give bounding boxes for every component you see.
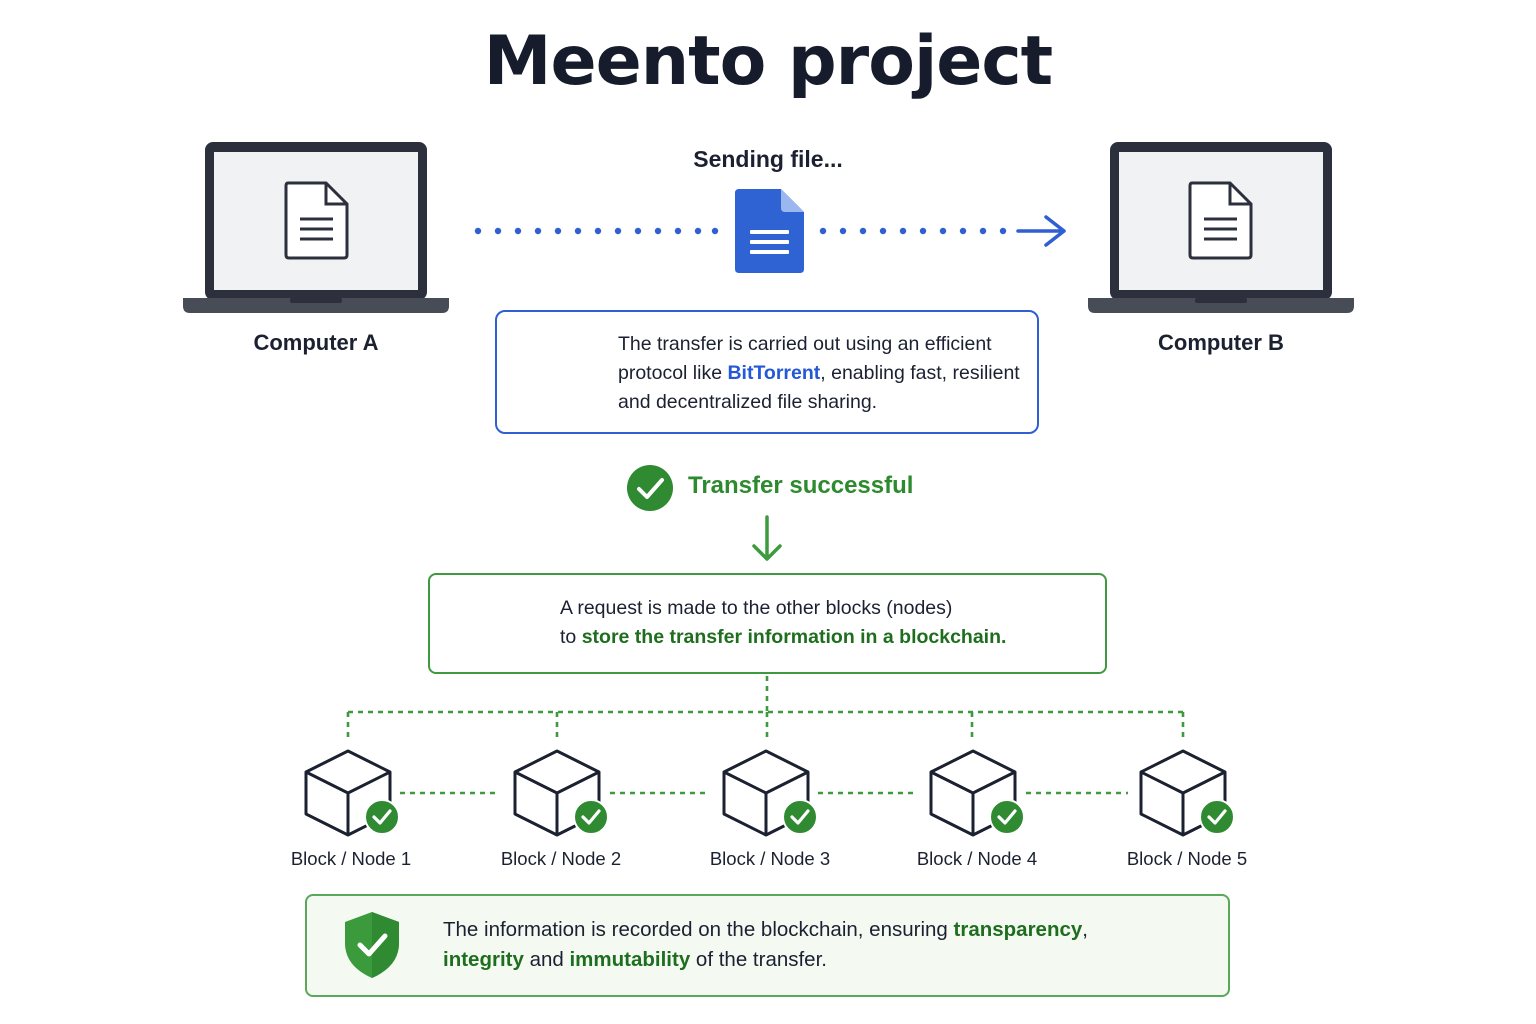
computer-b-label: Computer B: [1158, 330, 1284, 355]
request-line-2-highlight: store the transfer information in a bloc…: [581, 626, 1007, 648]
protocol-text-after: , enabling fast, resilient and decentral…: [618, 362, 1020, 413]
block-cube-icon: [1139, 749, 1235, 837]
node-label: Block / Node 2: [500, 848, 622, 869]
record-highlight-immutability: immutability: [569, 948, 691, 971]
request-line-2-prefix: to: [560, 626, 582, 648]
transfer-status: Transfer successful: [688, 472, 914, 499]
sending-label: Sending file...: [693, 146, 843, 172]
node-connections: [346, 676, 1185, 795]
block-cube-icon: [304, 749, 400, 837]
record-part-1: The information is recorded on the block…: [443, 918, 954, 941]
record-highlight-transparency: transparency: [953, 918, 1083, 941]
request-info-box: [428, 573, 1107, 674]
arrow-right-icon: [1016, 215, 1066, 247]
success-check-icon: [627, 465, 673, 511]
block-cube-icon: [929, 749, 1025, 837]
record-highlight-integrity: integrity: [443, 948, 524, 971]
document-icon: [284, 181, 349, 260]
node-label: Block / Node 1: [290, 848, 412, 869]
protocol-text-before: The transfer is carried out using an eff…: [618, 333, 992, 384]
transfer-dotted-line: [474, 227, 1007, 235]
shield-check-icon: [345, 912, 399, 978]
protocol-description: The transfer is carried out using an eff…: [618, 330, 1028, 417]
computer-a-label: Computer A: [253, 330, 379, 355]
record-part-2: ,: [1082, 918, 1088, 941]
record-part-3: and: [523, 948, 570, 971]
document-icon: [1188, 181, 1253, 260]
request-line-1: A request is made to the other blocks (n…: [560, 597, 953, 619]
blockchain-record-box: [305, 894, 1230, 997]
request-line-2: to store the transfer information in a b…: [560, 623, 1100, 652]
node-label: Block / Node 5: [1126, 848, 1248, 869]
file-transfer-icon: [735, 189, 804, 273]
record-part-4: of the transfer.: [690, 948, 827, 971]
blockchain-record-description: The information is recorded on the block…: [443, 915, 1203, 975]
protocol-highlight: BitTorrent: [727, 362, 821, 384]
node-label: Block / Node 3: [709, 848, 831, 869]
block-cube-icon: [722, 749, 818, 837]
protocol-info-box: [495, 310, 1039, 434]
node-label: Block / Node 4: [916, 848, 1038, 869]
block-cube-icon: [513, 749, 609, 837]
request-description: A request is made to the other blocks (n…: [560, 594, 1100, 652]
arrow-down-icon: [752, 515, 782, 561]
page-title: Meento project: [483, 22, 1053, 101]
